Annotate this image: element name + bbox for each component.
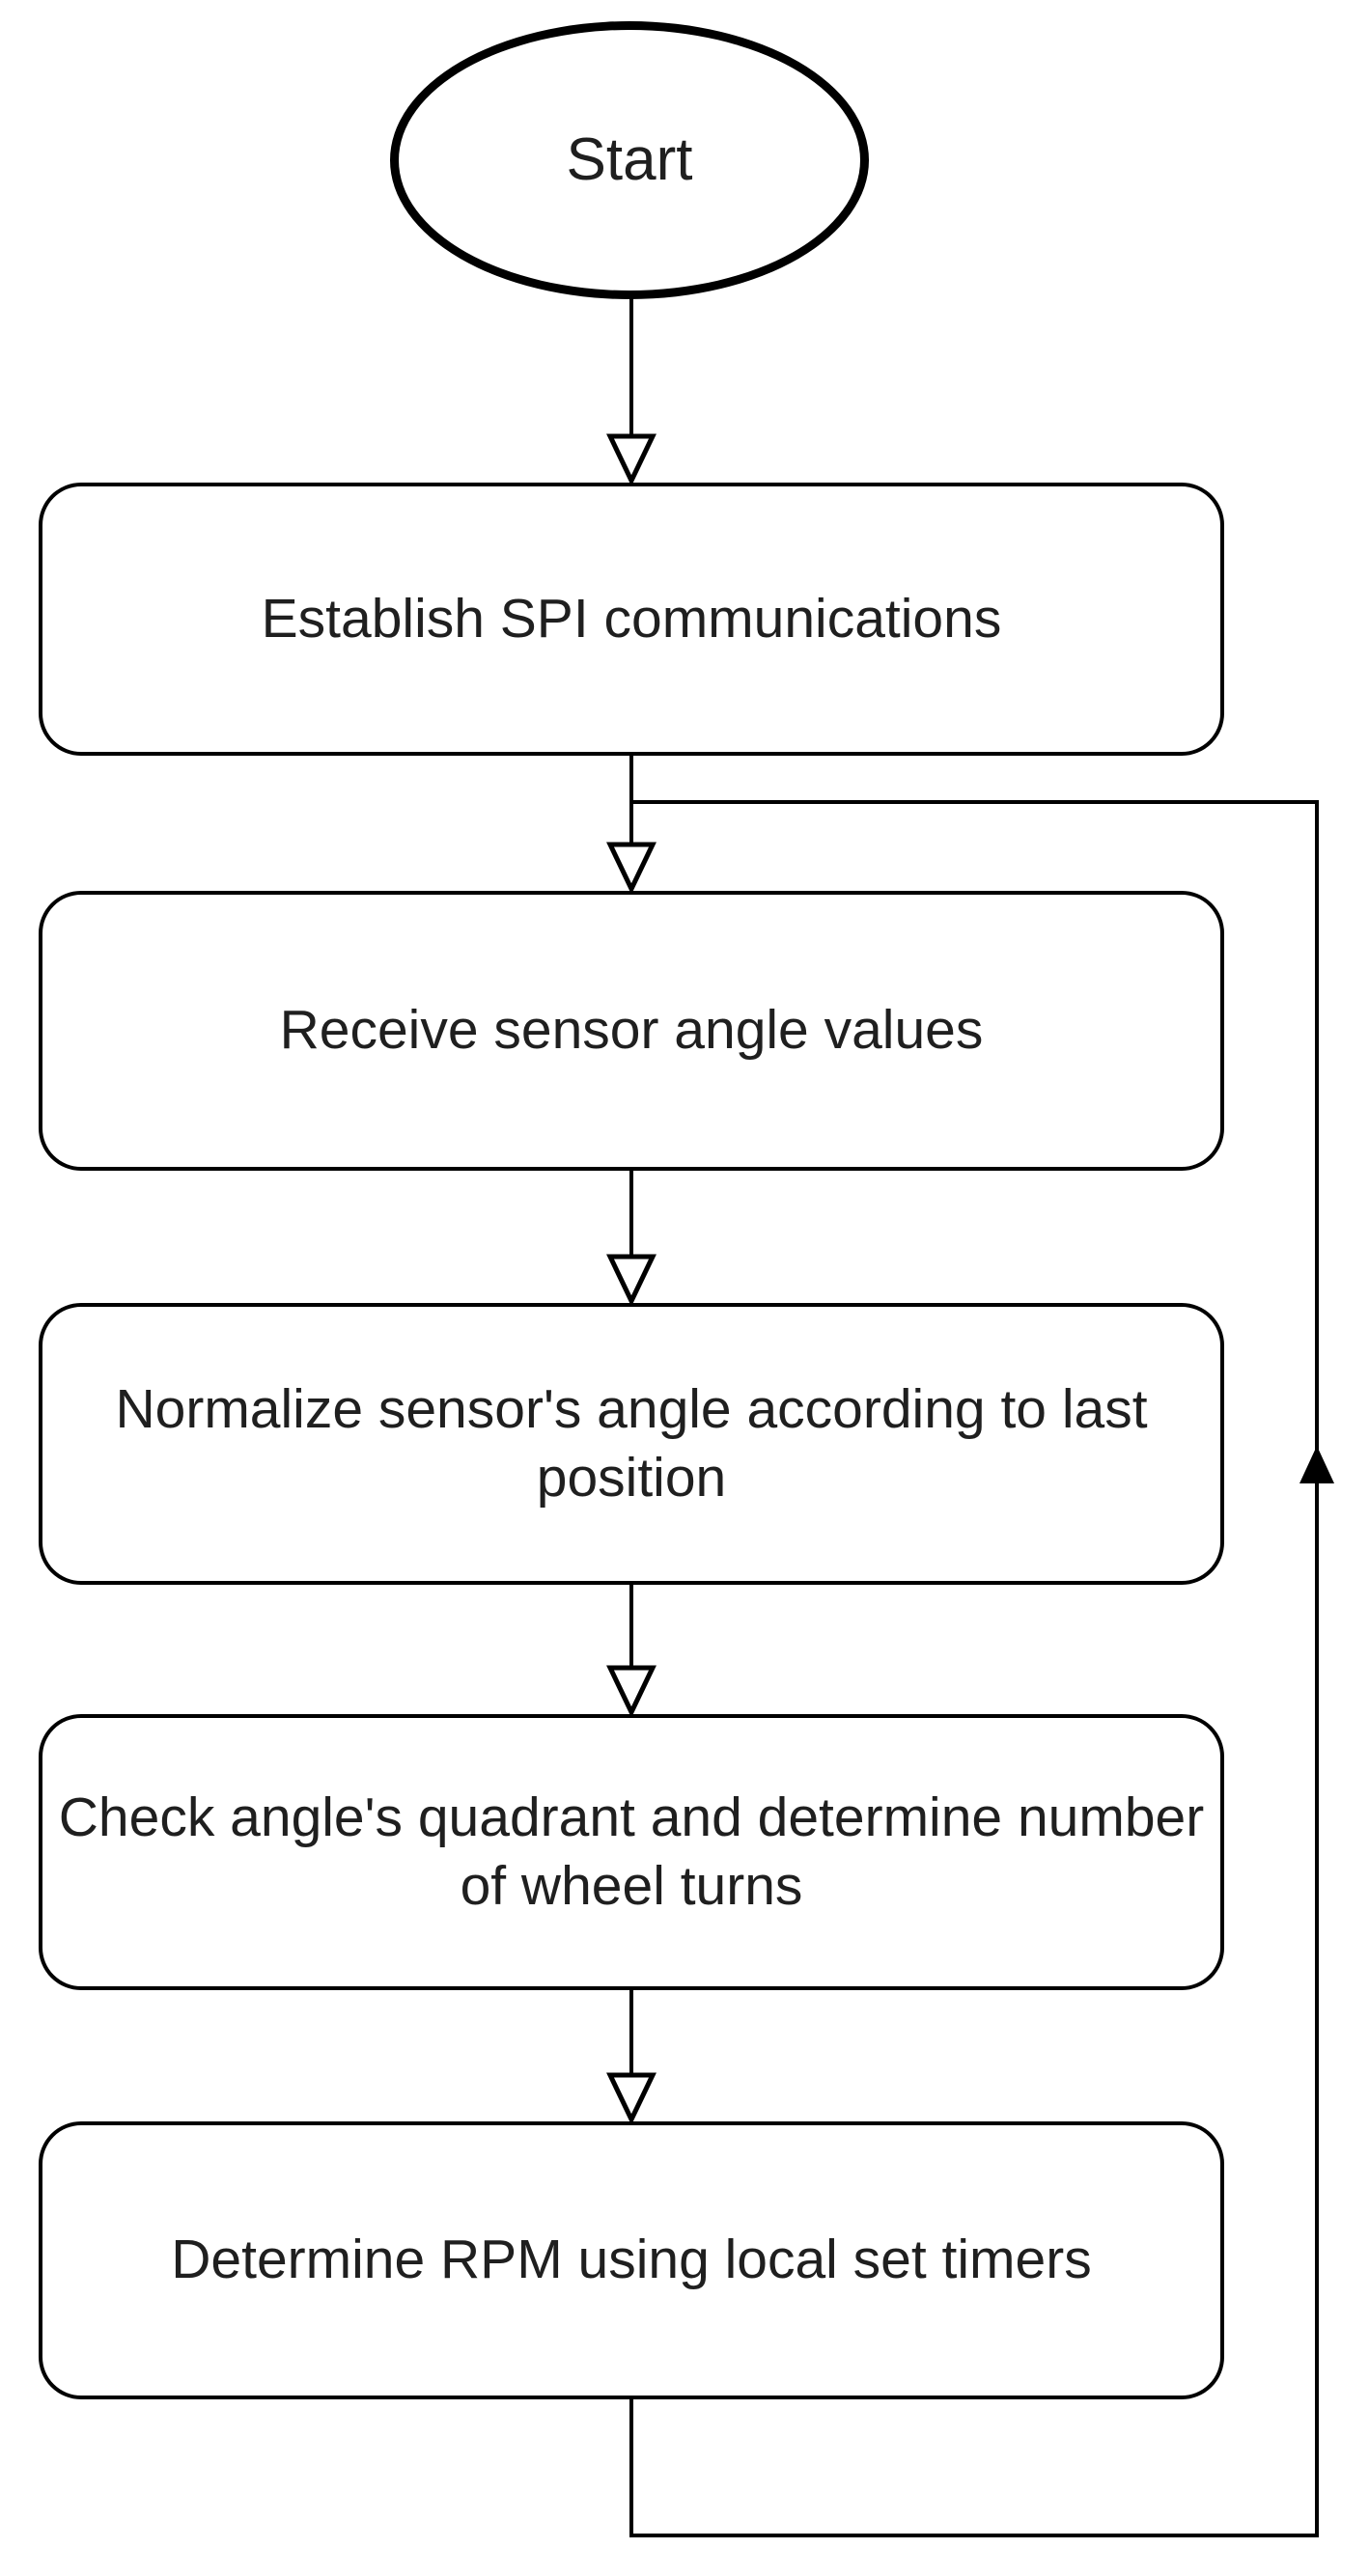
open-arrowhead-icon — [606, 433, 657, 486]
open-arrowhead-icon — [606, 2072, 657, 2125]
open-arrowhead-icon — [606, 842, 657, 895]
node-normalize-label: Normalize sensor's angle according to la… — [115, 1377, 1148, 1509]
node-check-angle-quadrant: Check angle's quadrant and determine num… — [39, 1714, 1224, 1990]
node-determine-rpm: Determine RPM using local set timers — [39, 2121, 1224, 2399]
node-receive-label: Receive sensor angle values — [279, 999, 984, 1062]
node-establish-label: Establish SPI communications — [261, 587, 1002, 650]
edge-loop-determine-to-receive — [629, 800, 1319, 2537]
node-receive-sensor-angle-values: Receive sensor angle values — [39, 891, 1224, 1171]
node-normalize-sensor-angle: Normalize sensor's angle according to la… — [39, 1303, 1224, 1585]
node-check-label: Check angle's quadrant and determine num… — [58, 1786, 1205, 1917]
open-arrowhead-icon — [606, 1254, 657, 1307]
node-establish-spi-communications: Establish SPI communications — [39, 483, 1224, 756]
node-start-label: Start — [566, 126, 693, 194]
node-start: Start — [390, 21, 869, 299]
node-determine-label: Determine RPM using local set timers — [171, 2229, 1092, 2291]
solid-up-arrowhead-icon — [1299, 1446, 1334, 1483]
open-arrowhead-icon — [606, 1665, 657, 1718]
